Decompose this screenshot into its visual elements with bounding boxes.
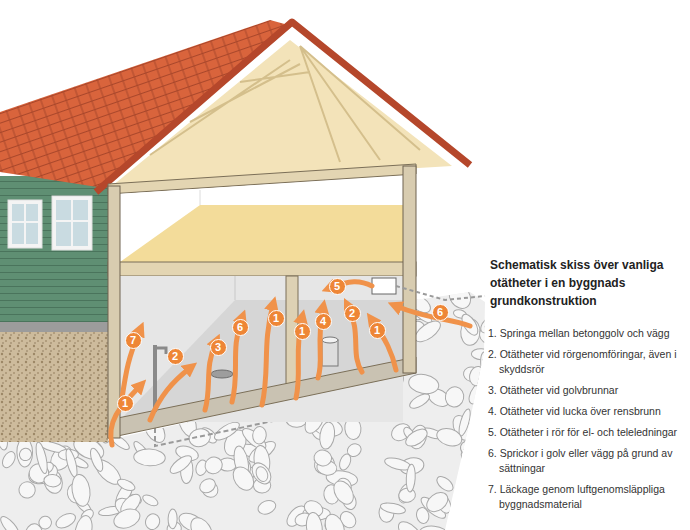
stone <box>459 438 486 460</box>
callout-number: 5 <box>329 278 346 295</box>
stone <box>407 391 431 411</box>
stone <box>457 408 473 437</box>
stone <box>252 426 267 445</box>
legend-entry: 4. Otätheter vid lucka över rensbrunn <box>488 404 686 419</box>
legend-entry: 7. Läckage genom luftgenomsläppliga bygg… <box>488 482 686 512</box>
stone <box>44 474 62 487</box>
window <box>52 196 92 250</box>
stone <box>305 512 324 530</box>
stone <box>445 281 475 313</box>
stone <box>444 385 466 408</box>
callout-number: 6 <box>432 304 449 321</box>
window-glass <box>56 200 88 246</box>
stone <box>143 512 161 530</box>
stone <box>419 525 448 530</box>
cable-conduit <box>396 286 485 300</box>
stone <box>116 477 137 493</box>
floor-drain <box>211 370 233 378</box>
floor-slab <box>108 262 416 276</box>
stone <box>72 514 94 530</box>
lower-room <box>120 276 403 422</box>
stone <box>0 514 22 530</box>
stone <box>229 463 258 494</box>
stone <box>468 365 486 387</box>
callout-number: 3 <box>210 339 227 356</box>
room-corner <box>235 276 236 300</box>
stone <box>186 514 216 530</box>
callout-number: 2 <box>344 305 361 322</box>
leak-arrow <box>150 368 190 420</box>
stone <box>470 508 503 530</box>
window-glass <box>12 204 38 244</box>
cleanout-lid <box>322 337 338 343</box>
tap <box>155 348 166 354</box>
stone <box>133 448 165 466</box>
stone <box>330 477 358 507</box>
stone <box>168 509 177 529</box>
cleanout-well <box>322 340 338 366</box>
stone <box>415 506 430 524</box>
lower-floor <box>120 300 403 420</box>
callout-number: 7 <box>125 332 142 349</box>
upper-floor <box>120 205 403 262</box>
callout-number: 1 <box>294 323 311 340</box>
window-frame <box>56 200 88 246</box>
stone <box>167 453 194 477</box>
stone <box>111 506 143 530</box>
electric-box <box>372 278 396 294</box>
room-corner <box>200 190 201 205</box>
stone <box>313 449 333 468</box>
stone <box>202 454 225 477</box>
legend-entry: 2. Otätheter vid rörgenomföringar, även … <box>488 347 686 377</box>
stone <box>318 421 336 450</box>
stone <box>17 446 34 463</box>
stone <box>197 476 218 496</box>
right-wall <box>403 166 416 373</box>
legend-entry: 1. Springa mellan betonggolv och vägg <box>488 326 686 341</box>
stone <box>256 498 278 517</box>
callout-number: 1 <box>369 322 386 339</box>
callout-number: 1 <box>268 310 285 327</box>
legend-entry: 3. Otätheter vid golvbrunnar <box>488 383 686 398</box>
stone <box>254 465 270 483</box>
gravel-fill <box>0 326 108 442</box>
stone <box>464 500 487 522</box>
stone <box>405 464 415 492</box>
stone <box>337 452 353 471</box>
callout-number: 6 <box>232 319 249 336</box>
diagram-title: Schematisk skiss över vanliga otätheter … <box>490 256 685 310</box>
callout-number: 1 <box>117 395 134 412</box>
window-frame <box>12 204 38 244</box>
stone <box>434 474 455 494</box>
facade-wall <box>0 176 108 326</box>
stone <box>407 372 440 396</box>
plinth <box>0 322 108 332</box>
stone <box>187 426 212 449</box>
rafters <box>150 46 420 162</box>
stone <box>403 426 430 450</box>
stone <box>435 425 464 448</box>
stone <box>70 473 92 507</box>
upper-room <box>120 176 403 262</box>
legend-entry: 6. Sprickor i golv eller vägg på grund a… <box>488 446 686 476</box>
legend: 1. Springa mellan betonggolv och vägg 2. … <box>488 326 686 518</box>
stone <box>54 511 78 530</box>
legend-entry: 5. Otätheter i rör för el- och teleledni… <box>488 425 686 440</box>
stone <box>322 511 348 530</box>
callout-number: 2 <box>167 348 184 365</box>
leak-arrow <box>111 386 140 445</box>
stone <box>34 441 50 474</box>
leak-arrows <box>111 282 470 445</box>
window <box>8 200 42 248</box>
stone <box>0 449 18 469</box>
stone <box>24 523 43 530</box>
stone <box>141 493 160 508</box>
stone <box>88 447 105 473</box>
callout-number: 4 <box>315 313 332 330</box>
stone <box>64 448 80 478</box>
